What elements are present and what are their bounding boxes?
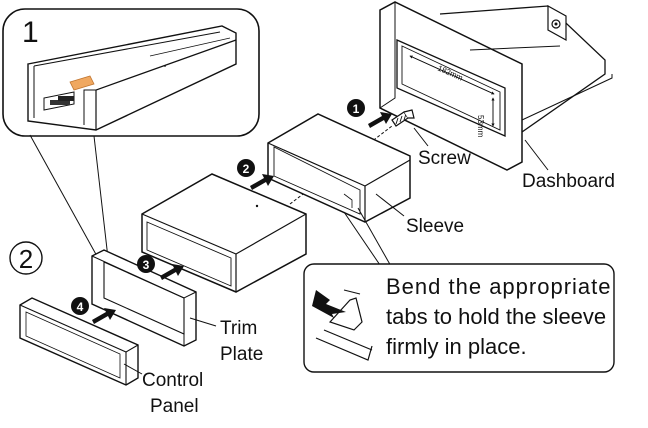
svg-text:3: 3: [143, 258, 150, 272]
callout-leader-line: [357, 207, 393, 269]
bend-tab-detail: [312, 289, 373, 361]
dimension-height-label: 53mm: [476, 115, 485, 138]
screw-leader-line: [413, 127, 429, 147]
callout-leader-line: [343, 211, 383, 269]
panel-step-circle: 2: [9, 241, 43, 275]
sleeve: [267, 113, 411, 223]
callout-box: [303, 263, 615, 373]
trim-plate-label-line2: Plate: [220, 344, 263, 365]
inset-detachment: [2, 8, 260, 137]
trim-leader-line: [189, 317, 217, 327]
inset-leader-line: [29, 134, 99, 259]
svg-text:1: 1: [353, 102, 360, 116]
note-line-1: Bend the appropriate: [386, 274, 612, 299]
press-arrow-icon: [312, 290, 346, 318]
svg-text:4: 4: [77, 300, 84, 314]
inset-leader-line: [93, 135, 109, 259]
svg-text:2: 2: [19, 244, 33, 274]
dashboard-leader-line: [524, 139, 549, 171]
sleeve-leader-line: [375, 193, 405, 217]
arrow-icon: [368, 112, 392, 128]
screw: [391, 109, 415, 127]
note-line-2: tabs to hold the sleeve: [386, 304, 606, 329]
control-panel: [19, 297, 139, 386]
note-line-3: firmly in place.: [386, 334, 527, 359]
dashboard-opening: [379, 1, 613, 171]
control-panel-label-line1: Control: [142, 370, 203, 391]
inset-step-number: 1: [22, 16, 39, 49]
arrow-icon: [92, 308, 116, 324]
arrow-icon: [160, 264, 184, 280]
step-marker-4: 4: [71, 297, 116, 324]
arrow-icon: [250, 174, 274, 190]
step-marker-1: 1: [347, 99, 392, 128]
step-marker-3: 3: [137, 255, 184, 280]
control-leader-line: [123, 363, 143, 375]
trim-plate-label-line1: Trim: [220, 318, 257, 339]
screw-label: Screw: [418, 148, 471, 169]
radio-unit: [141, 173, 307, 293]
sleeve-label: Sleeve: [406, 216, 464, 237]
release-tab-highlight: [69, 75, 95, 91]
control-panel-label-line2: Panel: [150, 396, 199, 417]
dashboard-label: Dashboard: [522, 171, 615, 192]
step-marker-2: 2: [237, 159, 274, 190]
trim-plate: [91, 249, 197, 347]
svg-text:2: 2: [243, 162, 250, 176]
